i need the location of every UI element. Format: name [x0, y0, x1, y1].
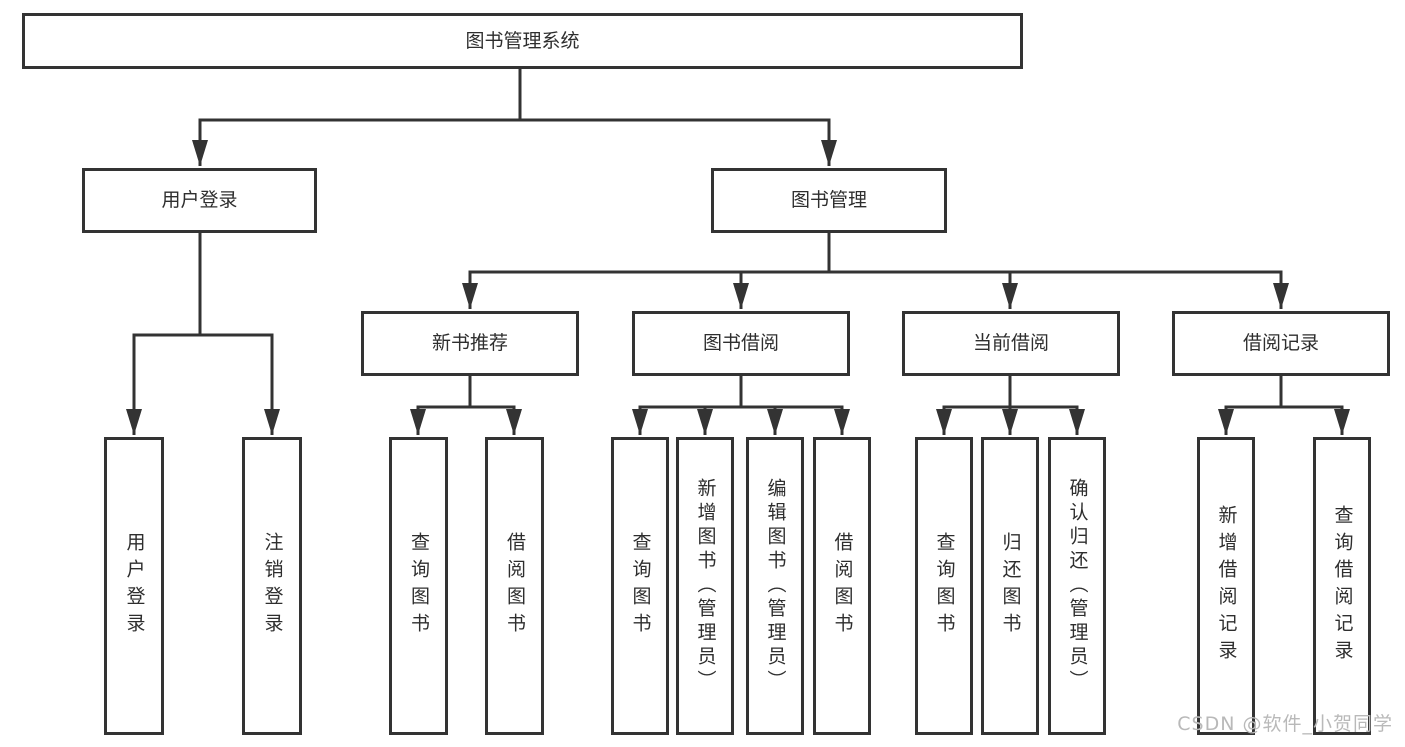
connector-borrow-to-leaves — [638, 374, 844, 409]
connector-recommend-to-leaves — [416, 374, 516, 409]
node-leaf-borrow-books-recommend-label: 借阅图书 — [504, 532, 526, 640]
node-root-label: 图书管理系统 — [465, 29, 580, 52]
node-leaf-borrow-books-recommend: 借阅图书 — [485, 437, 544, 735]
node-leaf-return-books: 归还图书 — [981, 437, 1039, 735]
node-user-login: 用户登录 — [82, 168, 317, 233]
node-leaf-query-books-current: 查询图书 — [915, 437, 973, 735]
connector-current-to-leaves — [942, 374, 1079, 409]
node-leaf-add-books-admin: 新增图书（管理员） — [676, 437, 734, 735]
node-borrow-record-label: 借阅记录 — [1242, 332, 1319, 354]
node-leaf-query-books-borrow-label: 查询图书 — [629, 532, 652, 640]
node-leaf-query-books-borrow: 查询图书 — [611, 437, 669, 735]
node-leaf-edit-books-admin-label: 编辑图书（管理员） — [764, 478, 787, 694]
node-leaf-add-borrow-record-label: 新增借阅记录 — [1215, 505, 1238, 667]
connector-bookmgmt-to-level3 — [468, 231, 1283, 274]
connector-userlogin-to-leaves — [132, 231, 274, 337]
node-leaf-user-login: 用户登录 — [104, 437, 164, 735]
node-leaf-edit-books-admin: 编辑图书（管理员） — [746, 437, 804, 735]
node-leaf-borrow-books: 借阅图书 — [813, 437, 871, 735]
node-borrow-record: 借阅记录 — [1172, 311, 1390, 376]
node-leaf-return-books-label: 归还图书 — [999, 532, 1022, 640]
node-leaf-query-borrow-record-label: 查询借阅记录 — [1331, 505, 1354, 667]
node-leaf-query-books-current-label: 查询图书 — [933, 532, 956, 640]
node-leaf-user-login-label: 用户登录 — [123, 532, 146, 640]
node-leaf-confirm-return-admin: 确认归还（管理员） — [1048, 437, 1106, 735]
node-leaf-query-books-recommend-label: 查询图书 — [408, 532, 430, 640]
node-book-management-label: 图书管理 — [790, 189, 867, 211]
node-leaf-add-borrow-record: 新增借阅记录 — [1197, 437, 1255, 735]
node-book-borrow: 图书借阅 — [632, 311, 850, 376]
node-user-login-label: 用户登录 — [161, 189, 238, 211]
node-current-borrow-label: 当前借阅 — [972, 332, 1049, 354]
node-leaf-borrow-books-label: 借阅图书 — [831, 532, 854, 640]
connector-record-to-leaves — [1224, 374, 1344, 409]
node-current-borrow: 当前借阅 — [902, 311, 1120, 376]
node-book-management: 图书管理 — [711, 168, 947, 233]
node-book-borrow-label: 图书借阅 — [702, 332, 779, 354]
node-leaf-logout: 注销登录 — [242, 437, 302, 735]
node-leaf-query-books-recommend: 查询图书 — [389, 437, 448, 735]
connector-root-to-level2 — [198, 67, 831, 122]
node-leaf-add-books-admin-label: 新增图书（管理员） — [694, 478, 717, 694]
node-leaf-confirm-return-admin-label: 确认归还（管理员） — [1066, 478, 1089, 694]
node-new-book-recommend-label: 新书推荐 — [431, 332, 508, 354]
node-root: 图书管理系统 — [22, 13, 1023, 69]
node-leaf-logout-label: 注销登录 — [261, 532, 284, 640]
node-leaf-query-borrow-record: 查询借阅记录 — [1313, 437, 1371, 735]
watermark: CSDN @软件_小贺同学 — [1177, 713, 1393, 735]
node-new-book-recommend: 新书推荐 — [361, 311, 579, 376]
